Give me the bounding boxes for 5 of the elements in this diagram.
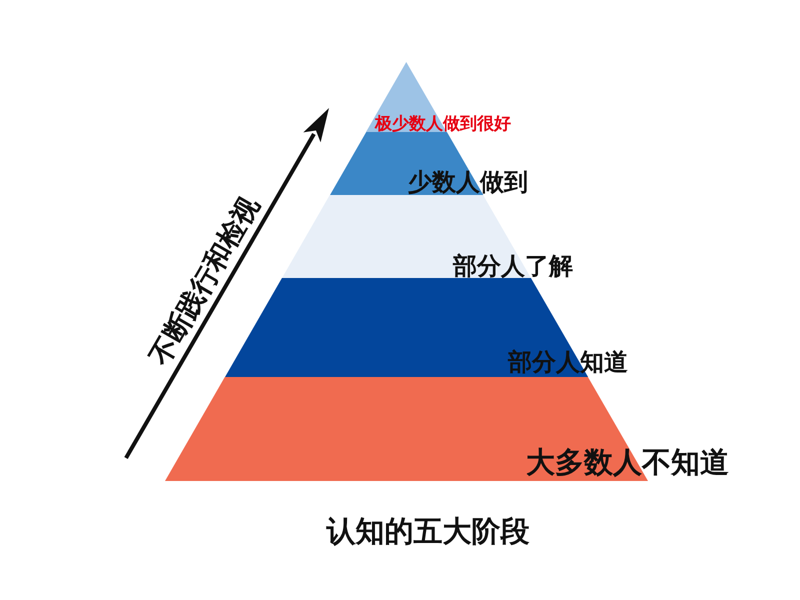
- stage-label: 极少数人做到很好: [374, 116, 511, 133]
- stage-label: 部分人知道: [508, 350, 628, 374]
- diagram-caption: 认知的五大阶段: [326, 517, 530, 546]
- arrow-label: 不断践行和检视: [146, 192, 264, 370]
- stage-label: 部分人了解: [452, 254, 573, 278]
